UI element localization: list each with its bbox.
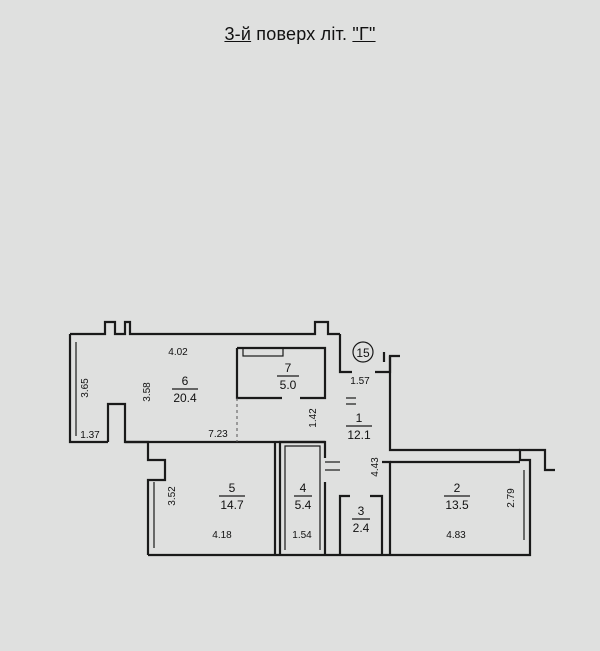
dim-3-65: 3.65 [80, 378, 91, 398]
wall-corridor-top-right [375, 354, 400, 374]
room-5-area: 14.7 [220, 498, 244, 512]
wall-left-step [106, 402, 167, 555]
wall-room3 [338, 494, 350, 555]
dim-4-43: 4.43 [370, 457, 381, 477]
dim-1-42: 1.42 [308, 408, 319, 428]
page-title: 3-й поверх літ. "Г" [0, 24, 600, 45]
room-4-area: 5.4 [295, 498, 312, 512]
dim-3-52: 3.52 [167, 486, 178, 506]
room-7-number: 7 [285, 361, 292, 375]
dimension-labels: 4.02 3.65 3.58 1.37 7.23 1.42 1.57 4.43 … [80, 347, 517, 541]
room-labels: 6 20.4 7 5.0 1 12.1 5 14.7 4 5.4 3 2.4 2… [172, 361, 470, 535]
wall-corridor-right [388, 356, 520, 452]
wall-room3-top [370, 494, 384, 555]
dim-2-79: 2.79 [506, 488, 517, 508]
title-floor-number: 3-й [224, 24, 252, 44]
room-7-area: 5.0 [280, 378, 297, 392]
dim-4-02: 4.02 [168, 347, 188, 358]
room-2-number: 2 [454, 481, 461, 495]
outer-walls [68, 320, 555, 557]
interior-walls [125, 346, 520, 555]
dim-1-57: 1.57 [350, 376, 370, 387]
dim-4-83: 4.83 [446, 530, 466, 541]
room-2-area: 13.5 [445, 498, 469, 512]
dim-1-37: 1.37 [80, 430, 100, 441]
room7-closet [242, 347, 284, 357]
title-letter: "Г" [352, 24, 376, 44]
dim-4-18: 4.18 [212, 530, 232, 541]
marker-label: 15 [356, 346, 370, 360]
wall-room4-inner [284, 445, 321, 550]
room-3-area: 2.4 [353, 521, 370, 535]
wall-room2-left [382, 460, 392, 555]
dim-7-23: 7.23 [208, 429, 228, 440]
room-5-number: 5 [229, 481, 236, 495]
room-3-number: 3 [358, 504, 365, 518]
room-6-number: 6 [182, 374, 189, 388]
wall-top-left [70, 320, 340, 336]
title-middle: поверх літ. [251, 24, 353, 44]
room-1-area: 12.1 [347, 428, 371, 442]
wall-room4 [278, 440, 327, 555]
wall-left-window [68, 334, 108, 444]
marker-circle [352, 341, 374, 363]
dim-3-58: 3.58 [142, 382, 153, 402]
room-4-number: 4 [300, 481, 307, 495]
room-6-area: 20.4 [173, 391, 197, 405]
wall-corridor-top [338, 334, 352, 374]
dim-1-54: 1.54 [292, 530, 312, 541]
wall-right [518, 448, 555, 525]
room-1-number: 1 [356, 411, 363, 425]
